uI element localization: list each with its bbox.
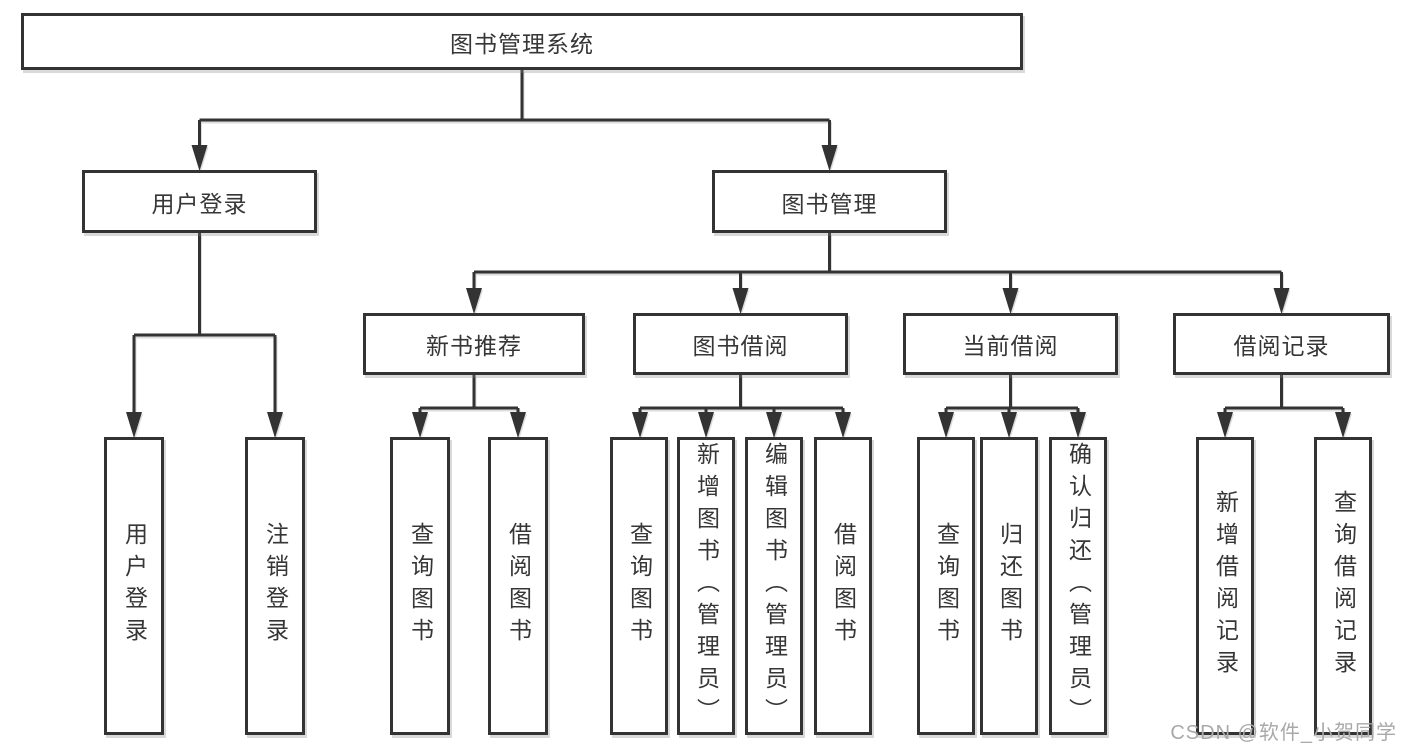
node-label: 查询图书 (626, 522, 653, 650)
node-current-borrowing: 当前借阅 (903, 313, 1118, 375)
node-book-borrowing: 图书借阅 (633, 313, 848, 375)
node-label: 新增借阅记录 (1212, 490, 1239, 682)
node-user-login-action: 用户登录 (104, 437, 164, 735)
node-query-books-borrowing: 查询图书 (610, 437, 668, 735)
node-label: 归还图书 (996, 522, 1023, 650)
node-label: 图书管理系统 (450, 30, 594, 57)
arrowhead-icons (126, 145, 1351, 438)
node-logout-action: 注销登录 (245, 437, 305, 735)
node-label: 图书管理 (781, 190, 878, 217)
node-label: 用户登录 (151, 190, 248, 217)
node-query-books-current: 查询图书 (917, 437, 975, 735)
node-confirm-return-admin: 确认归还（管理员） (1049, 437, 1107, 735)
node-label: 确认归还（管理员） (1065, 442, 1092, 730)
node-label: 借阅记录 (1233, 333, 1330, 359)
node-borrowing-records: 借阅记录 (1173, 313, 1390, 375)
node-return-books: 归还图书 (980, 437, 1038, 735)
node-label: 新增图书（管理员） (693, 442, 720, 730)
node-book-management: 图书管理 (712, 170, 947, 233)
node-add-borrow-record: 新增借阅记录 (1196, 437, 1254, 735)
node-label: 编辑图书（管理员） (761, 442, 788, 730)
csdn-watermark: CSDN @软件_小贺同学 (1170, 722, 1397, 744)
node-label: 注销登录 (262, 522, 289, 650)
node-label: 借阅图书 (505, 522, 532, 650)
node-label: 查询借阅记录 (1330, 490, 1357, 682)
node-label: 查询图书 (933, 522, 960, 650)
node-label: 新书推荐 (426, 333, 522, 359)
node-add-books-admin: 新增图书（管理员） (677, 437, 735, 735)
node-user-login: 用户登录 (82, 170, 317, 233)
node-label: 查询图书 (407, 522, 434, 650)
node-borrow-books-recommend: 借阅图书 (488, 437, 548, 735)
node-edit-books-admin: 编辑图书（管理员） (745, 437, 803, 735)
node-query-borrow-record: 查询借阅记录 (1314, 437, 1372, 735)
node-new-book-recommend: 新书推荐 (363, 313, 585, 375)
node-label: 用户登录 (121, 522, 148, 650)
node-query-books-recommend: 查询图书 (390, 437, 450, 735)
node-label: 图书借阅 (692, 333, 789, 359)
node-root-library-system: 图书管理系统 (21, 13, 1023, 70)
node-label: 借阅图书 (830, 522, 857, 650)
node-label: 当前借阅 (962, 333, 1059, 359)
node-borrow-books-borrowing: 借阅图书 (814, 437, 872, 735)
